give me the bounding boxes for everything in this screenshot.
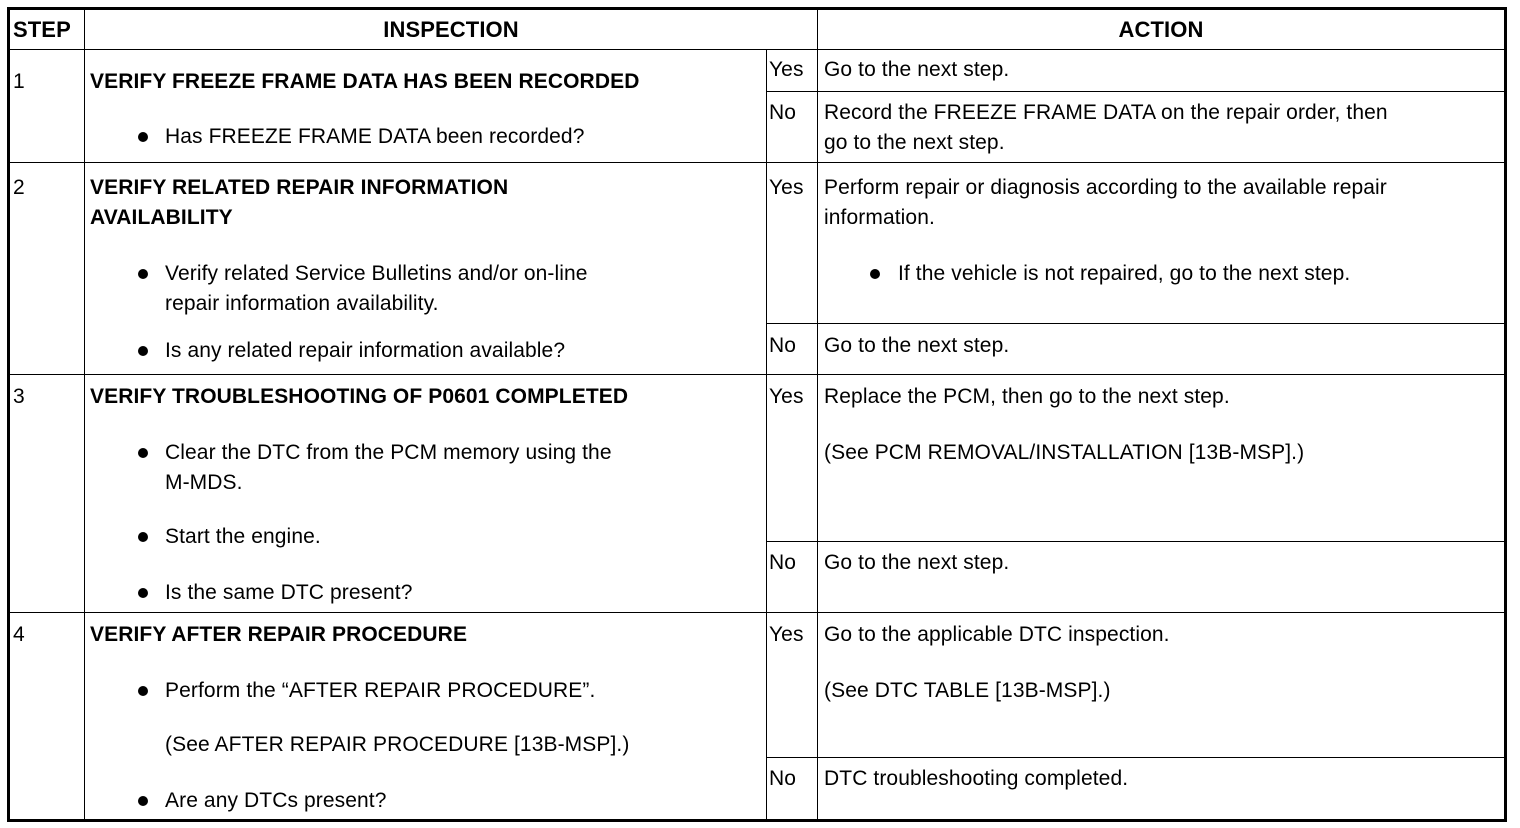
step-4-yes-action: Go to the applicable DTC inspection. (Se… [818,613,1504,758]
inspection-bullet: Has FREEZE FRAME DATA been recorded? [165,125,585,148]
no-action-text: Go to the next step. [824,551,1010,574]
step-number: 3 [13,385,25,408]
yes-label: Yes [769,176,804,199]
step-title: VERIFY FREEZE FRAME DATA HAS BEEN RECORD… [90,70,640,93]
step-1-number-cell: 1 [10,50,85,163]
inspection-bullet: M-MDS. [165,471,243,494]
yes-action-text: Replace the PCM, then go to the next ste… [824,385,1230,408]
no-label: No [769,551,797,574]
no-action-text: Go to the next step. [824,334,1010,357]
step-title: VERIFY TROUBLESHOOTING OF P0601 COMPLETE… [90,385,629,408]
yes-action-text: information. [824,206,935,229]
step-1-no-action: Record the FREEZE FRAME DATA on the repa… [818,92,1504,163]
step-4-no-label: No [767,758,818,819]
step-4-yes-label: Yes [767,613,818,758]
step-3-yes-label: Yes [767,375,818,542]
step-1-yes-action: Go to the next step. [818,50,1504,92]
inspection-bullet: Is the same DTC present? [165,581,413,604]
step-3-no-action: Go to the next step. [818,542,1504,613]
step-2-inspection: VERIFY RELATED REPAIR INFORMATION AVAILA… [85,163,767,375]
step-number: 1 [13,70,25,93]
bullet-icon [138,269,148,279]
no-action-text: Record the FREEZE FRAME DATA on the repa… [824,101,1388,124]
inspection-bullet: Verify related Service Bulletins and/or … [165,262,588,285]
yes-label: Yes [769,623,804,646]
header-inspection: INSPECTION [85,10,818,50]
step-title: VERIFY AFTER REPAIR PROCEDURE [90,623,468,646]
no-action-text: go to the next step. [824,131,1005,154]
yes-action-text: Perform repair or diagnosis according to… [824,176,1387,199]
bullet-icon [138,132,148,142]
step-2-yes-action: Perform repair or diagnosis according to… [818,163,1504,324]
inspection-bullet: Is any related repair information availa… [165,339,566,362]
step-1-inspection: VERIFY FREEZE FRAME DATA HAS BEEN RECORD… [85,50,767,163]
bullet-icon [138,448,148,458]
yes-action-reference: (See PCM REMOVAL/INSTALLATION [13B-MSP].… [824,441,1305,464]
step-number: 4 [13,623,25,646]
yes-action-bullet: If the vehicle is not repaired, go to th… [898,262,1351,285]
header-action: ACTION [818,10,1504,50]
inspection-reference: (See AFTER REPAIR PROCEDURE [13B-MSP].) [165,733,630,756]
step-1-yes-label: Yes [767,50,818,92]
bullet-icon [870,269,880,279]
yes-label: Yes [769,58,804,81]
step-1-no-label: No [767,92,818,163]
step-3-no-label: No [767,542,818,613]
step-3-inspection: VERIFY TROUBLESHOOTING OF P0601 COMPLETE… [85,375,767,613]
step-title: AVAILABILITY [90,206,233,229]
inspection-bullet: repair information availability. [165,292,439,315]
inspection-bullet: Are any DTCs present? [165,789,387,812]
step-2-no-label: No [767,324,818,375]
bullet-icon [138,532,148,542]
step-2-number-cell: 2 [10,163,85,375]
inspection-bullet: Start the engine. [165,525,321,548]
no-label: No [769,767,797,790]
step-4-inspection: VERIFY AFTER REPAIR PROCEDURE Perform th… [85,613,767,819]
step-number: 2 [13,176,25,199]
header-step: STEP [10,10,85,50]
yes-action-reference: (See DTC TABLE [13B-MSP].) [824,679,1111,702]
step-2-no-action: Go to the next step. [818,324,1504,375]
yes-action-text: Go to the applicable DTC inspection. [824,623,1170,646]
bullet-icon [138,346,148,356]
no-action-text: DTC troubleshooting completed. [824,767,1129,790]
inspection-bullet: Perform the “AFTER REPAIR PROCEDURE”. [165,679,596,702]
step-3-number-cell: 3 [10,375,85,613]
step-2-yes-label: Yes [767,163,818,324]
no-label: No [769,334,797,357]
step-title: VERIFY RELATED REPAIR INFORMATION [90,176,509,199]
step-4-no-action: DTC troubleshooting completed. [818,758,1504,819]
step-4-number-cell: 4 [10,613,85,819]
bullet-icon [138,588,148,598]
yes-action-text: Go to the next step. [824,58,1010,81]
diagnostic-procedure-table: STEP INSPECTION ACTION 1 VERIFY FREEZE F… [7,7,1507,822]
step-3-yes-action: Replace the PCM, then go to the next ste… [818,375,1504,542]
inspection-bullet: Clear the DTC from the PCM memory using … [165,441,612,464]
yes-label: Yes [769,385,804,408]
no-label: No [769,101,797,124]
bullet-icon [138,796,148,806]
bullet-icon [138,686,148,696]
